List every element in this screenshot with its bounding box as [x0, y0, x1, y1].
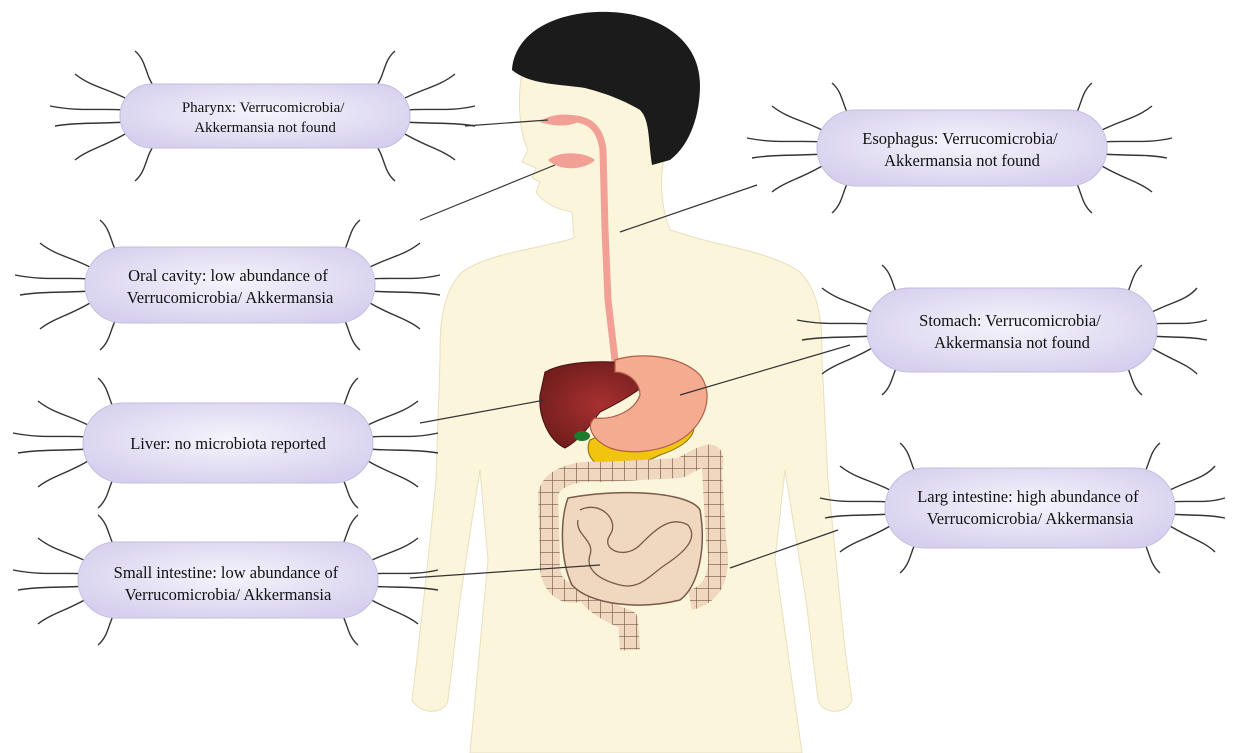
- svg-text:Liver: no microbiota reported: Liver: no microbiota reported: [130, 434, 326, 453]
- pharynx-label-line2: Akkermansia not found: [194, 120, 336, 136]
- esophagus-label-line1: Esophagus: Verrucomicrobia/: [862, 129, 1058, 148]
- oral-cavity-label-line2: Verrucomicrobia/ Akkermansia: [127, 288, 334, 307]
- leader-line-oral-cavity: [420, 165, 555, 220]
- bacterium-pharynx: Pharynx: Verrucomicrobia/ Akkermansia no…: [50, 51, 475, 181]
- bacterium-stomach: Stomach: Verrucomicrobia/ Akkermansia no…: [797, 265, 1207, 395]
- esophagus-label-line2: Akkermansia not found: [884, 151, 1041, 170]
- stomach-label-line1: Stomach: Verrucomicrobia/: [919, 311, 1101, 330]
- bacterium-esophagus: Esophagus: Verrucomicrobia/ Akkermansia …: [747, 83, 1172, 213]
- bacterium-liver: Liver: no microbiota reported: [13, 378, 438, 508]
- large-intestine-label-line2: Verrucomicrobia/ Akkermansia: [927, 509, 1134, 528]
- pharynx-label-line1: Pharynx: Verrucomicrobia/: [182, 100, 345, 116]
- bacterium-icon: [747, 83, 1172, 213]
- oral-cavity-label-line1: Oral cavity: low abundance of: [128, 266, 328, 285]
- small-intestine-label-line2: Verrucomicrobia/ Akkermansia: [125, 585, 332, 604]
- small-intestine-organ: [562, 493, 702, 605]
- small-intestine-label-line1: Small intestine: low abundance of: [114, 563, 339, 582]
- human-body: [412, 12, 852, 753]
- gallbladder-organ: [574, 431, 590, 441]
- bacterium-small-intestine: Small intestine: low abundance of Verruc…: [13, 515, 438, 645]
- bacterium-oral-cavity: Oral cavity: low abundance of Verrucomic…: [15, 220, 440, 350]
- stomach-label-line2: Akkermansia not found: [934, 333, 1091, 352]
- bacterium-icon: [15, 220, 440, 350]
- bacterium-icon: [820, 443, 1225, 573]
- bacterium-large-intestine: Larg intestine: high abundance of Verruc…: [820, 443, 1225, 573]
- large-intestine-label-line1: Larg intestine: high abundance of: [917, 487, 1139, 506]
- bacterium-icon: [797, 265, 1207, 395]
- bacterium-icon: [50, 51, 475, 181]
- liver-label-line1: Liver: no microbiota reported: [130, 434, 326, 453]
